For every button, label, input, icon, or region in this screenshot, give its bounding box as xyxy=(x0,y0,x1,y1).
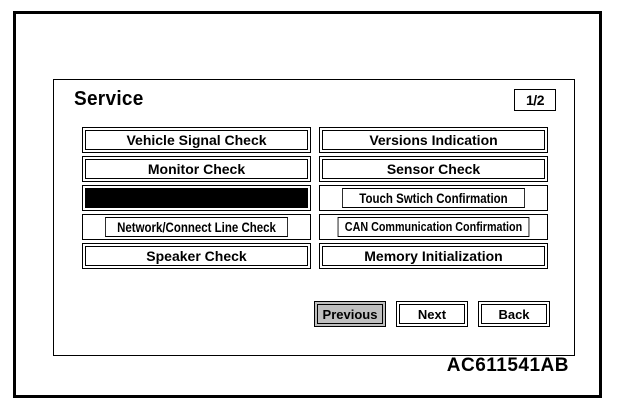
menu-button-redacted[interactable] xyxy=(82,185,311,211)
menu-button-label: Memory Initialization xyxy=(322,246,545,266)
menu-button-label: Vehicle Signal Check xyxy=(85,130,308,150)
figure-reference-code: AC611541AB xyxy=(446,355,569,376)
illustration-frame: Service 1/2 Vehicle Signal Check Versions… xyxy=(13,11,602,398)
menu-button-label: Sensor Check xyxy=(322,159,545,179)
menu-button-vehicle-signal-check[interactable]: Vehicle Signal Check xyxy=(82,127,311,153)
nav-button-next[interactable]: Next xyxy=(396,301,468,327)
menu-button-sensor-check[interactable]: Sensor Check xyxy=(319,156,548,182)
menu-button-label: Versions Indication xyxy=(322,130,545,150)
menu-button-label: Network/Connect Line Check xyxy=(105,217,288,237)
nav-button-label: Next xyxy=(399,304,465,324)
menu-button-speaker-check[interactable]: Speaker Check xyxy=(82,243,311,269)
nav-button-label: Back xyxy=(481,304,547,324)
nav-button-back[interactable]: Back xyxy=(478,301,550,327)
nav-button-label: Previous xyxy=(317,304,383,324)
nav-button-previous[interactable]: Previous xyxy=(314,301,386,327)
navigation-bar: Previous Next Back xyxy=(54,294,574,334)
menu-button-versions-indication[interactable]: Versions Indication xyxy=(319,127,548,153)
menu-button-label: Touch Swtich Confirmation xyxy=(342,188,525,208)
menu-button-label xyxy=(85,188,308,208)
menu-button-label: CAN Communication Confirmation xyxy=(337,217,530,237)
menu-button-memory-initialization[interactable]: Memory Initialization xyxy=(319,243,548,269)
menu-button-network-connect-line-check[interactable]: Network/Connect Line Check xyxy=(82,214,311,240)
menu-button-can-communication-confirmation[interactable]: CAN Communication Confirmation xyxy=(319,214,548,240)
service-screen-panel: Service 1/2 Vehicle Signal Check Versions… xyxy=(53,79,575,356)
menu-button-label: Monitor Check xyxy=(85,159,308,179)
page-title: Service xyxy=(74,88,144,110)
panel-header: Service 1/2 xyxy=(54,80,574,122)
menu-button-touch-swtich-confirmation[interactable]: Touch Swtich Confirmation xyxy=(319,185,548,211)
page-indicator: 1/2 xyxy=(514,89,556,111)
menu-button-monitor-check[interactable]: Monitor Check xyxy=(82,156,311,182)
menu-button-label: Speaker Check xyxy=(85,246,308,266)
